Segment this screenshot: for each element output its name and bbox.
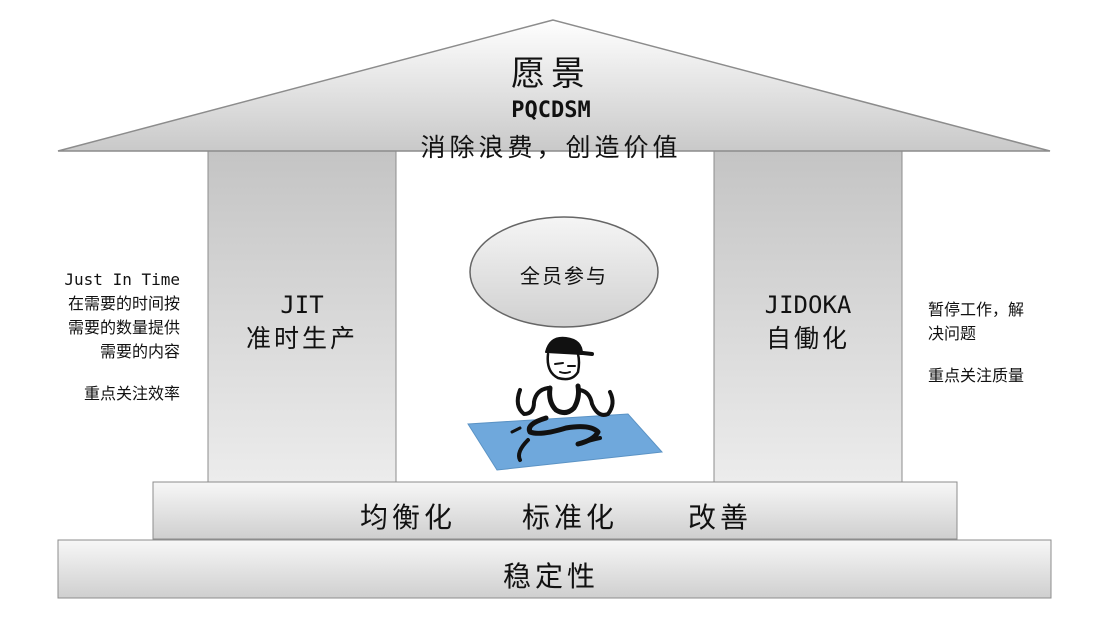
meditation-mat [467, 413, 664, 471]
left-note-line4: 需要的内容 [99, 342, 180, 361]
right-pillar-title: JIDOKA [764, 291, 852, 319]
meditating-worker-icon [510, 336, 615, 462]
foundation-item-improvement: 改善 [688, 501, 753, 534]
vision-subtitle: PQCDSM [511, 98, 591, 123]
ellipse-label: 全员参与 [520, 264, 608, 288]
right-pillar-subtitle: 自働化 [765, 324, 850, 353]
right-note-line1: 暂停工作，解 [928, 300, 1025, 319]
left-pillar-title: JIT [280, 291, 324, 319]
right-pillar-label: JIDOKA 自働化 [714, 288, 902, 356]
roof [57, 19, 1051, 152]
left-note-line1: Just In Time [64, 270, 180, 289]
right-note-line2: 决问题 [928, 324, 977, 343]
foundation-item-standardization: 标准化 [522, 501, 619, 534]
center-ellipse [469, 216, 659, 328]
left-pillar-subtitle: 准时生产 [245, 324, 358, 353]
right-note-focus: 重点关注质量 [928, 366, 1025, 385]
left-pillar [207, 149, 397, 483]
left-note-line3: 需要的数量提供 [67, 318, 180, 337]
vision-title: 愿景 [511, 54, 591, 94]
right-pillar [713, 149, 903, 483]
foundation-item-leveling: 均衡化 [360, 501, 457, 534]
left-note: Just In Time 在需要的时间按 需要的数量提供 需要的内容 重点关注效… [64, 268, 180, 406]
foundation-slab [152, 481, 958, 540]
vision-goal: 消除浪费，创造价值 [420, 133, 682, 162]
base-slab [57, 539, 1052, 599]
left-note-focus: 重点关注效率 [83, 384, 180, 403]
stability-label: 稳定性 [502, 560, 599, 593]
left-note-line2: 在需要的时间按 [67, 294, 180, 313]
left-pillar-label: JIT 准时生产 [208, 288, 396, 356]
right-note: 暂停工作，解 决问题 重点关注质量 [928, 298, 1024, 388]
